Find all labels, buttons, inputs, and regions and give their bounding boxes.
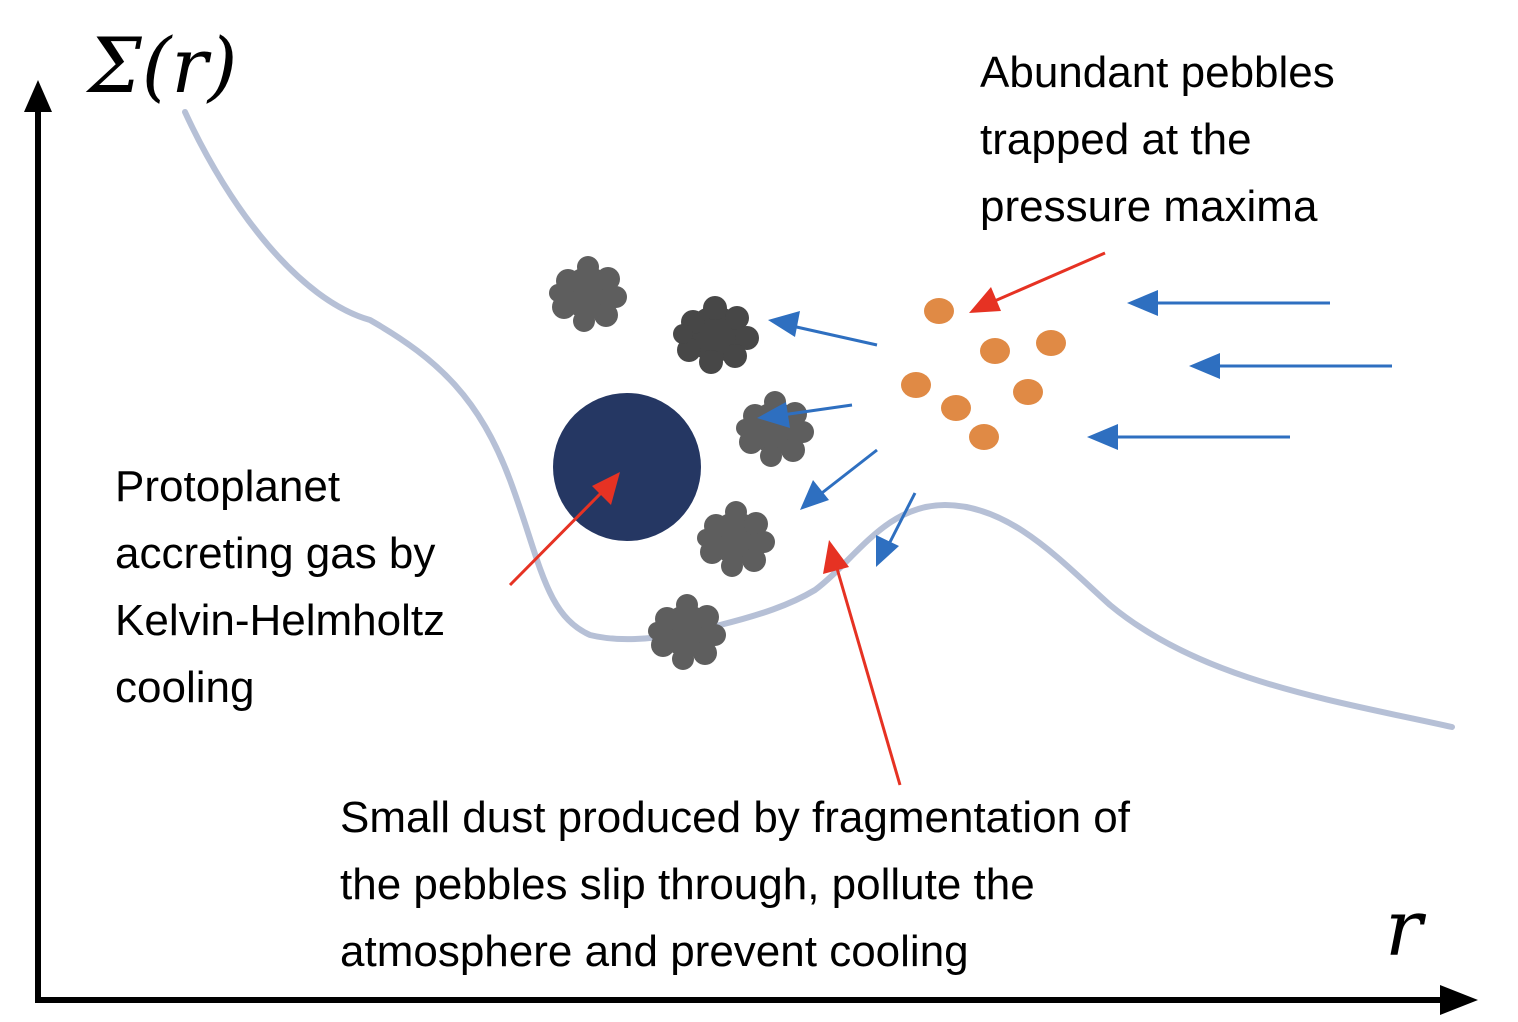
y-axis-arrowhead: [24, 80, 52, 112]
dust-note-line: the pebbles slip through, pollute the: [340, 860, 1035, 909]
dust-clumps: [549, 256, 814, 670]
flow-arrow: [1189, 353, 1392, 379]
pebble: [901, 372, 931, 398]
pebbles-note-line: trapped at the: [980, 115, 1252, 164]
dust-clump: [736, 391, 814, 467]
flow-arrow: [757, 402, 853, 428]
pebbles-note: Abundant pebbles trapped at the pressure…: [980, 48, 1335, 231]
pebble: [969, 424, 999, 450]
surface-density-curve: [182, 109, 1455, 730]
dust-clump: [697, 501, 775, 577]
pebble: [924, 298, 954, 324]
flow-arrow: [800, 448, 878, 510]
dust-pointer-arrow: [823, 540, 902, 786]
pebbles-pointer-arrow: [969, 251, 1106, 313]
dust-clump: [648, 594, 726, 670]
dust-note-line: atmosphere and prevent cooling: [340, 927, 969, 976]
pebble: [1013, 379, 1043, 405]
pointer-arrows: [508, 251, 1106, 786]
protoplanet-pointer-arrow: [508, 472, 620, 587]
x-axis-label: r: [1385, 884, 1427, 974]
pebble: [980, 338, 1010, 364]
dust-clump: [549, 256, 627, 332]
flow-arrow: [768, 311, 878, 347]
flow-arrows: [757, 290, 1392, 567]
dust-note: Small dust produced by fragmentation of …: [340, 793, 1131, 976]
protoplanet-note-line: accreting gas by: [115, 529, 435, 578]
flow-arrow: [1127, 290, 1330, 316]
protoplanet-note-line: Protoplanet: [115, 462, 340, 511]
dust-clump: [673, 296, 759, 374]
protoplanet-note-line: Kelvin-Helmholtz: [115, 596, 445, 645]
protoplanet-note-line: cooling: [115, 663, 254, 712]
y-axis-label: Σ(r): [85, 21, 237, 110]
protoplanet-note: Protoplanet accreting gas by Kelvin-Helm…: [115, 462, 445, 712]
flow-arrow: [876, 492, 917, 567]
pebbles-note-line: pressure maxima: [980, 182, 1318, 231]
pebble-cluster: [901, 298, 1066, 450]
flow-arrow: [1087, 424, 1290, 450]
pebbles-note-line: Abundant pebbles: [980, 48, 1335, 97]
pebble: [1036, 330, 1066, 356]
x-axis-arrowhead: [1440, 985, 1478, 1015]
dust-note-line: Small dust produced by fragmentation of: [340, 793, 1131, 842]
pebble: [941, 395, 971, 421]
